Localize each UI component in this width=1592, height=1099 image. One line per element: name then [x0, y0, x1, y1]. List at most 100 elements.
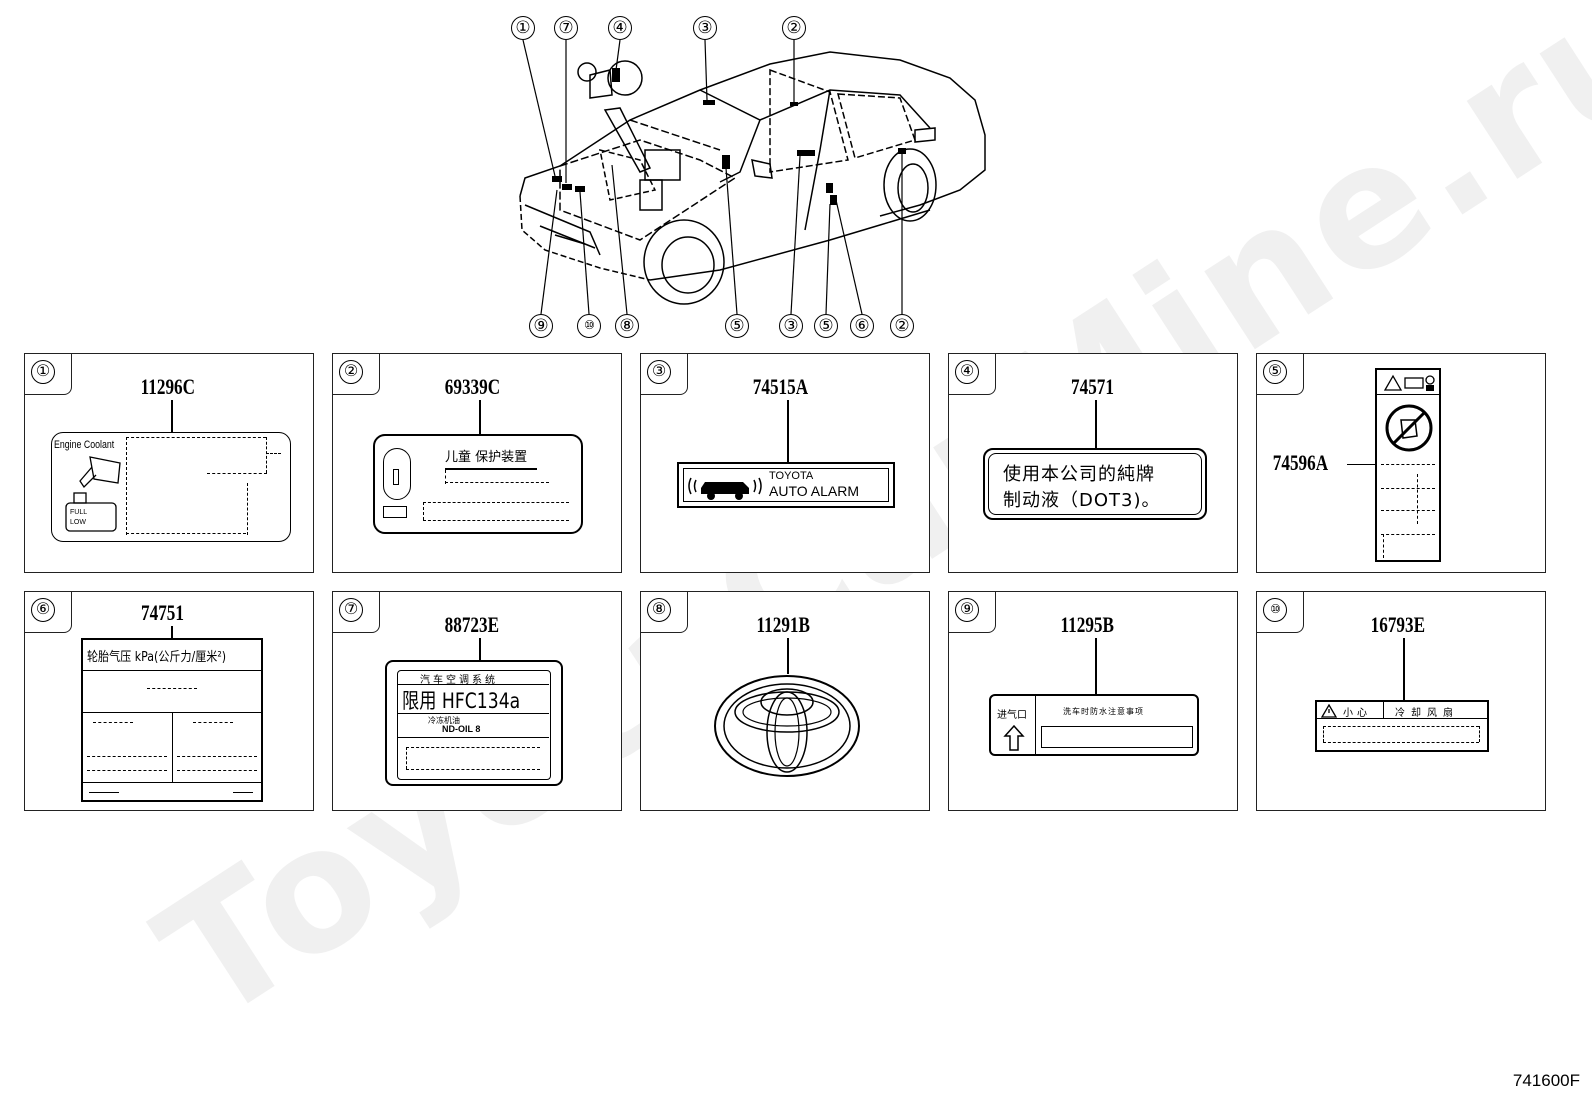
panel-6: ⑥ 74751 轮胎气压 kPa(公斤力/厘米²) [24, 591, 314, 811]
dash-line [445, 482, 549, 483]
label-divider [1317, 718, 1487, 719]
dash-line [1417, 474, 1418, 524]
panel-1: ① 11296C Engine Coolant FULL LOW [24, 353, 314, 573]
panel-tab [641, 592, 688, 633]
dash-line [1479, 726, 1480, 742]
panel-number: ⑨ [955, 598, 979, 622]
panel-9: ⑨ 11295B 进气口 洗车时防水注意事项 [948, 591, 1238, 811]
callout-10-bottom: ⑩ [577, 314, 601, 338]
callout-8-bottom: ⑧ [615, 314, 639, 338]
label-text-engine-coolant: Engine Coolant [54, 439, 115, 451]
indicator-box [383, 506, 407, 518]
panel-tab [333, 354, 380, 395]
toyota-emblem-icon [714, 675, 860, 777]
label-text-air-intake: 进气口 [997, 710, 1027, 721]
level-full-text: FULL [70, 509, 88, 516]
callout-4-top: ④ [608, 16, 632, 40]
panel-2: ② 69339C 儿童 保护装置 [332, 353, 622, 573]
no-child-seat-icon [1385, 404, 1433, 452]
callout-7-top: ⑦ [554, 16, 578, 40]
callout-1-top: ① [511, 16, 535, 40]
text-line [233, 792, 253, 793]
dash-line [126, 437, 266, 438]
panel-number: ⑧ [647, 598, 671, 622]
panel-number: ⑩ [1263, 598, 1287, 622]
panel-number: ① [31, 360, 55, 384]
label-text-box [1041, 726, 1193, 748]
callout-5-bottom-b: ⑤ [814, 314, 838, 338]
label-text-compressor-oil: 冷冻机油 [428, 716, 460, 725]
label-divider [1035, 696, 1036, 754]
label-text-hfc134a: 限用 HFC134a [402, 689, 521, 713]
panel-tab [641, 354, 688, 395]
warning-triangle-icon [1321, 704, 1337, 718]
part-number: 11291B [756, 612, 810, 637]
label-auto-alarm: TOYOTA AUTO ALARM [677, 462, 895, 508]
label-ac-refrigerant: 汽车空调系统 限用 HFC134a 冷冻机油 ND-OIL 8 [385, 660, 563, 786]
panel-tab [1257, 592, 1304, 633]
dash-line [1381, 510, 1435, 511]
dash-line [126, 533, 246, 534]
panel-tab [949, 354, 996, 395]
label-engine-coolant: Engine Coolant FULL LOW [51, 432, 291, 542]
callout-6-bottom: ⑥ [850, 314, 874, 338]
dash-line [193, 722, 233, 723]
label-text-caution: 小心 [1343, 708, 1371, 719]
panel-3: ③ 74515A TOYOTA AUTO ALARM [640, 353, 930, 573]
dash-line [406, 747, 407, 769]
label-divider [1377, 394, 1439, 395]
label-text-child-protection: 儿童 保护装置 [445, 450, 528, 465]
panel-tab [25, 592, 72, 633]
label-text-ac-system: 汽车空调系统 [420, 675, 498, 686]
label-child-restraint: 儿童 保护装置 [373, 434, 583, 534]
part-number: 74571 [1071, 374, 1114, 399]
dash-line [406, 747, 540, 748]
part-number: 16793E [1370, 612, 1426, 637]
callout-3-bottom: ③ [779, 314, 803, 338]
dash-line [87, 770, 167, 771]
leader-line [1403, 638, 1405, 700]
leader-line [479, 400, 481, 434]
label-divider [83, 670, 261, 671]
dash-line [1381, 488, 1435, 489]
label-divider [172, 712, 173, 782]
callout-2-top: ② [782, 16, 806, 40]
alarm-car-icon [688, 477, 762, 500]
coolant-pour-icon [65, 456, 121, 532]
label-text-cooling-fan: 冷却风扇 [1395, 708, 1459, 719]
text-line [445, 468, 537, 470]
dash-line [1383, 534, 1384, 558]
dash-line [1381, 534, 1435, 535]
label-text-brake-line2: 制动液（DOT3)。 [1003, 490, 1161, 511]
dash-line [87, 756, 167, 757]
label-cooling-fan: 小心 冷却风扇 [1315, 700, 1489, 752]
dash-line [147, 688, 197, 689]
dash-line [445, 470, 446, 484]
label-air-intake: 进气口 洗车时防水注意事项 [989, 694, 1199, 756]
level-low-text: LOW [70, 519, 86, 526]
child-seat-icon [383, 448, 411, 500]
leader-line [479, 638, 481, 660]
dash-line [1323, 726, 1324, 742]
label-text-auto-alarm: AUTO ALARM [769, 483, 859, 499]
leader-line [1095, 400, 1097, 448]
leader-line [787, 638, 789, 674]
panel-number: ② [339, 360, 363, 384]
arrow-up-icon [1003, 724, 1025, 751]
label-brake-fluid: 使用本公司的純牌 制动液（DOT3)。 [983, 448, 1207, 520]
dash-line [266, 453, 281, 454]
label-inner-frame [683, 468, 889, 502]
part-number: 74515A [752, 374, 809, 399]
panel-10: ⑩ 16793E 小心 冷却风扇 [1256, 591, 1546, 811]
dash-line [266, 437, 267, 473]
label-airbag-warning [1375, 368, 1441, 562]
dash-line [1323, 726, 1479, 727]
child-seat-icon-detail [393, 469, 399, 485]
panel-tab [333, 592, 380, 633]
diagram-code: 741600F [1512, 1071, 1580, 1090]
panel-7: ⑦ 88723E 汽车空调系统 限用 HFC134a 冷冻机油 ND-OIL 8 [332, 591, 622, 811]
label-divider [398, 737, 549, 738]
dash-line [1381, 464, 1435, 465]
panel-number: ⑤ [1263, 360, 1287, 384]
dash-line [423, 502, 424, 520]
